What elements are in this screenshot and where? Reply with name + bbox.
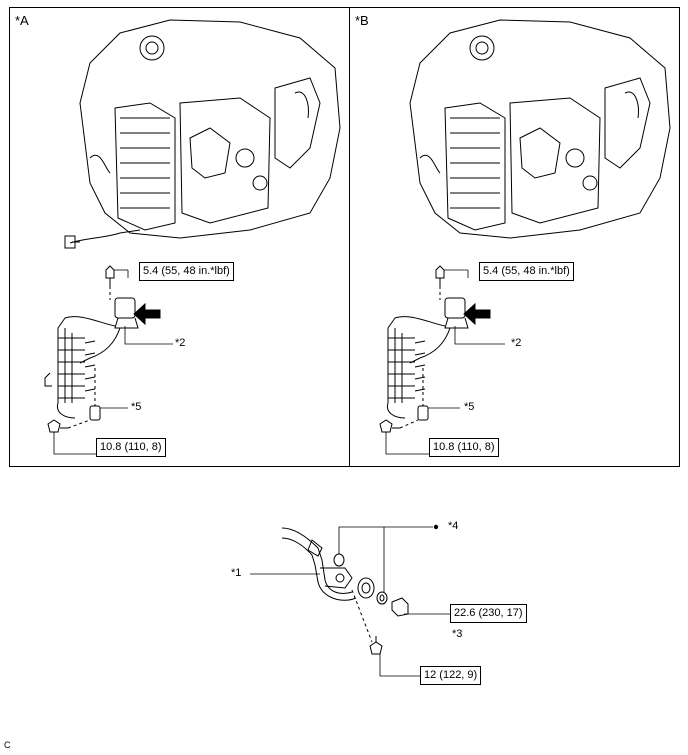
torque-lower-a: 10.8 (110, 8) — [96, 438, 166, 457]
transmission-illustration-b — [379, 19, 671, 455]
panel-b: *B — [349, 7, 680, 467]
panel-label-a: *A — [15, 13, 29, 28]
transmission-illustration-a — [44, 19, 341, 455]
panel-label-b: *B — [355, 13, 369, 28]
torque-lower-b: 10.8 (110, 8) — [429, 438, 499, 457]
callout-2-b: *2 — [511, 337, 522, 349]
torque-upper-a: 5.4 (55, 48 in.*lbf) — [139, 262, 234, 281]
callout-2-a: *2 — [175, 337, 186, 349]
bold-arrow-icon — [463, 302, 491, 326]
torque-union-bolt: 22.6 (230, 17) — [450, 604, 527, 623]
callout-5-a: *5 — [131, 401, 142, 413]
callout-1: *1 — [231, 567, 242, 579]
dot-marker-icon — [433, 524, 439, 530]
callout-4: *4 — [448, 520, 459, 532]
footer-code: C — [4, 740, 11, 750]
torque-bolt: 12 (122, 9) — [420, 666, 482, 685]
callout-5-b: *5 — [464, 401, 475, 413]
bold-arrow-icon — [133, 302, 161, 326]
callout-3: *3 — [452, 628, 463, 640]
torque-upper-b: 5.4 (55, 48 in.*lbf) — [479, 262, 574, 281]
panel-a: *A — [9, 7, 350, 467]
